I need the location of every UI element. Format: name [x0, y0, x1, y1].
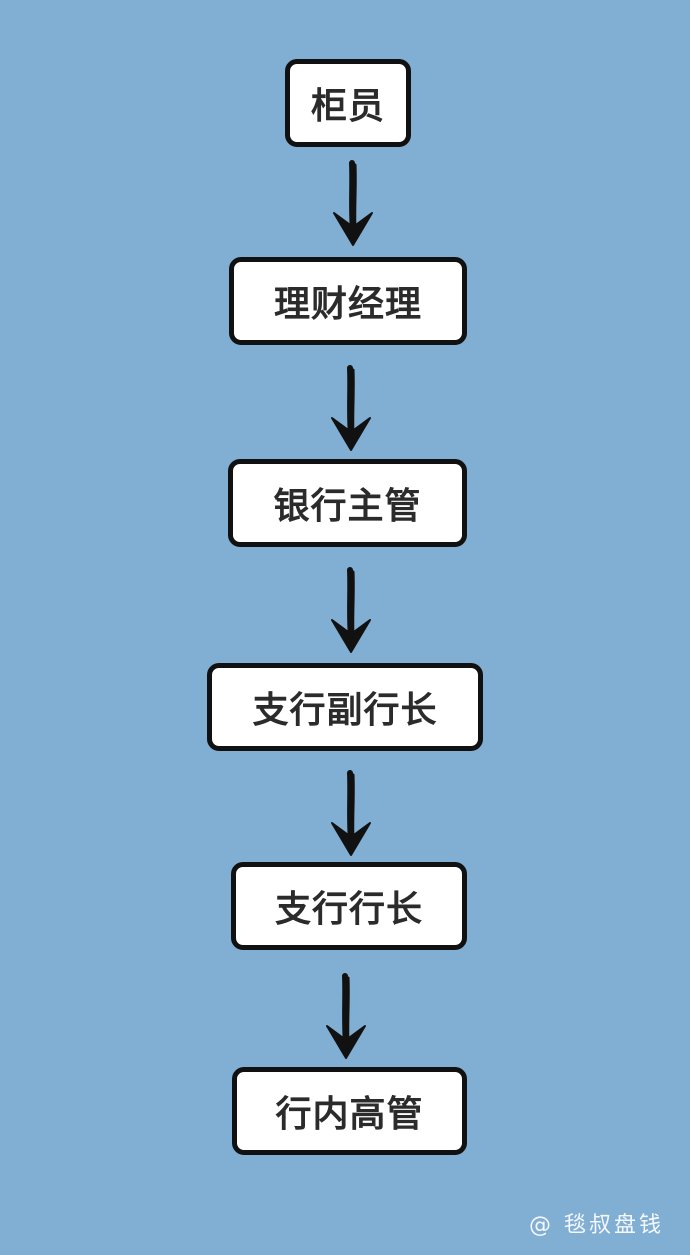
node-wealth-manager: 理财经理 — [229, 257, 467, 345]
node-bank-supervisor: 银行主管 — [228, 459, 467, 547]
node-label: 行内高管 — [275, 1094, 424, 1135]
watermark: @ 毯叔盘钱 — [529, 1213, 664, 1238]
arrow-down-icon — [331, 770, 371, 856]
node-senior-executive: 行内高管 — [232, 1067, 467, 1155]
node-label: 支行副行长 — [252, 690, 438, 731]
node-label: 银行主管 — [273, 486, 422, 527]
node-label: 支行行长 — [274, 889, 423, 930]
arrow-down-icon — [326, 973, 366, 1059]
node-label: 理财经理 — [273, 284, 422, 325]
node-branch-president: 支行行长 — [231, 862, 467, 950]
node-label: 柜员 — [310, 86, 385, 127]
arrow-down-icon — [331, 567, 371, 653]
arrow-down-icon — [333, 160, 373, 246]
arrow-down-icon — [331, 365, 371, 451]
node-teller: 柜员 — [285, 59, 411, 147]
node-branch-vice-president: 支行副行长 — [207, 663, 483, 751]
